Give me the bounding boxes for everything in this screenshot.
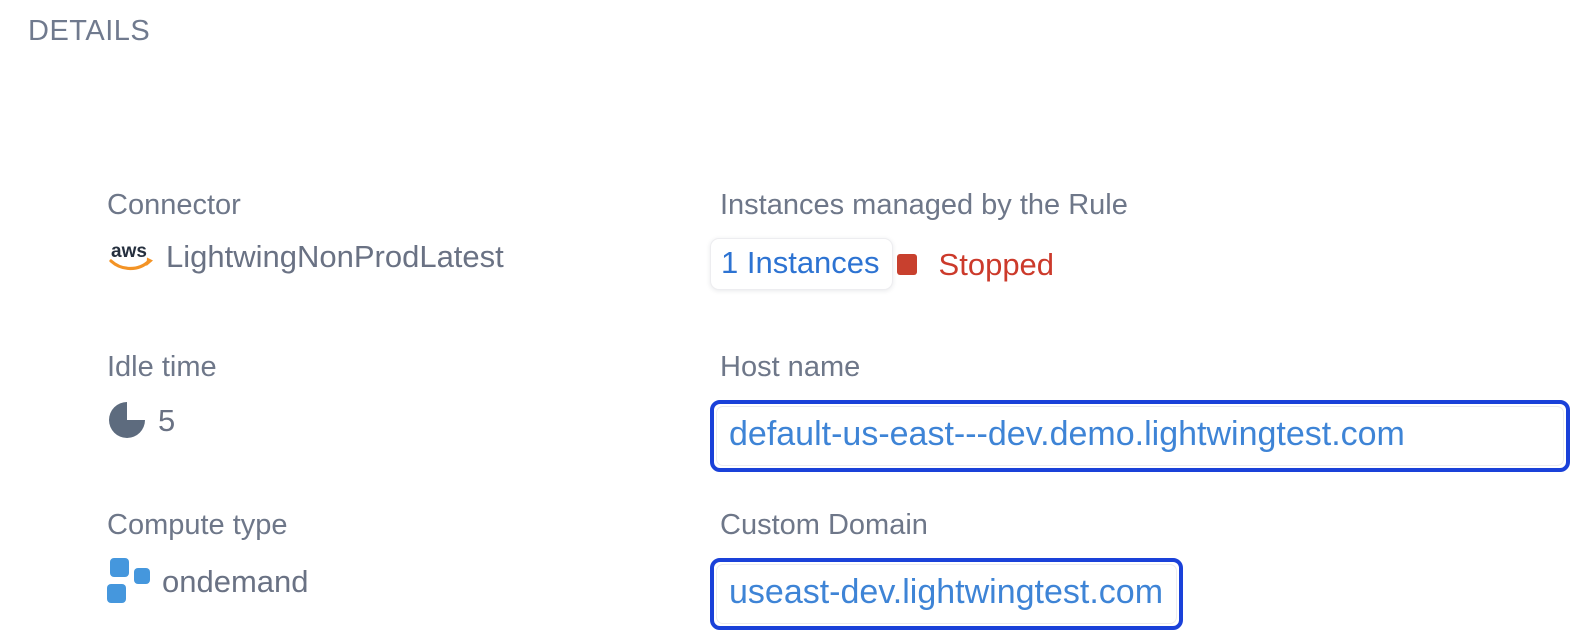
field-custom-domain: Custom Domain useast-dev.lightwingtest.c… — [710, 508, 1570, 631]
compute-type-value-row: ondemand — [107, 558, 710, 604]
custom-domain-value[interactable]: useast-dev.lightwingtest.com — [716, 564, 1178, 625]
connector-value: LightwingNonProdLatest — [166, 239, 504, 275]
field-host-name: Host name default-us-east---dev.demo.lig… — [710, 350, 1570, 473]
host-name-box[interactable]: default-us-east---dev.demo.lightwingtest… — [710, 400, 1570, 473]
compute-type-value: ondemand — [162, 563, 309, 599]
pie-chart-icon — [107, 400, 147, 440]
field-connector: Connector aws LightwingNonProdLatest — [107, 189, 710, 276]
blocks-icon — [107, 558, 151, 604]
section-title: DETAILS — [28, 15, 151, 47]
svg-text:aws: aws — [111, 241, 147, 262]
idle-time-label: Idle time — [107, 350, 217, 383]
host-name-label: Host name — [720, 350, 861, 383]
connector-label: Connector — [107, 188, 241, 221]
idle-time-value-row: 5 — [107, 400, 710, 440]
custom-domain-box[interactable]: useast-dev.lightwingtest.com — [710, 558, 1184, 631]
connector-value-row: aws LightwingNonProdLatest — [107, 238, 710, 275]
instances-label: Instances managed by the Rule — [720, 188, 1128, 221]
compute-type-label: Compute type — [107, 508, 288, 541]
stopped-status-square-icon — [896, 253, 917, 275]
field-instances: Instances managed by the Rule 1 Instance… — [710, 189, 1570, 291]
idle-time-value: 5 — [158, 402, 176, 438]
instances-count-link[interactable]: 1 Instances — [710, 238, 893, 291]
host-name-value[interactable]: default-us-east---dev.demo.lightwingtest… — [716, 406, 1564, 467]
field-idle-time: Idle time 5 — [107, 351, 710, 440]
aws-icon: aws — [107, 240, 155, 274]
instances-value-row: 1 Instances Stopped — [710, 238, 1570, 291]
stopped-status-text: Stopped — [938, 246, 1055, 282]
field-compute-type: Compute type ondemand — [107, 509, 710, 604]
custom-domain-label: Custom Domain — [720, 508, 928, 541]
details-grid: Connector aws LightwingNonProdLatest Ins… — [107, 189, 1570, 631]
